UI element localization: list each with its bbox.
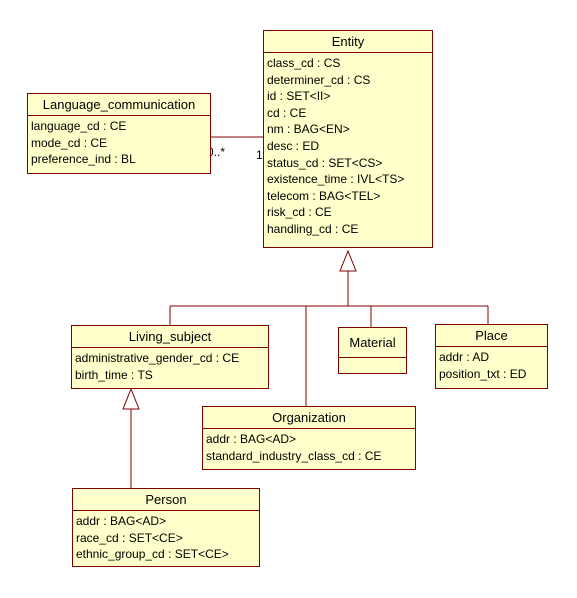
attribute: id : SET<II> (267, 89, 331, 104)
attribute: determiner_cd : CS (267, 72, 371, 87)
attribute: existence_time : IVL<TS> (267, 172, 405, 187)
attribute: risk_cd : CE (267, 205, 332, 220)
class-name: Material (339, 328, 406, 358)
class-organization[interactable]: Organization addr : BAG<AD> standard_ind… (202, 406, 416, 470)
attribute-list: language_cd : CE mode_cd : CE preference… (28, 116, 210, 168)
multiplicity-language-end: 0..* (207, 145, 226, 159)
attribute: class_cd : CS (267, 56, 341, 70)
class-name: Organization (203, 407, 415, 429)
attribute-list: administrative_gender_cd : CE birth_time… (72, 348, 268, 383)
attribute: preference_ind : BL (31, 152, 136, 167)
attribute: addr : BAG<AD> (206, 432, 297, 446)
attribute-list: addr : BAG<AD> standard_industry_class_c… (203, 429, 415, 464)
attribute: language_cd : CE (31, 119, 127, 133)
class-name: Language_communication (28, 94, 210, 116)
class-entity[interactable]: Entity class_cd : CS determiner_cd : CS … (263, 30, 433, 248)
class-material[interactable]: Material (338, 327, 407, 374)
attribute: addr : AD (439, 350, 490, 364)
attribute: status_cd : SET<CS> (267, 155, 383, 170)
attribute: race_cd : SET<CE> (76, 530, 183, 545)
attribute: mode_cd : CE (31, 135, 108, 150)
attribute: desc : ED (267, 138, 320, 153)
generalization-arrow-entity (339, 249, 357, 272)
attribute-list: class_cd : CS determiner_cd : CS id : SE… (264, 53, 432, 238)
class-person[interactable]: Person addr : BAG<AD> race_cd : SET<CE> … (72, 488, 260, 567)
attribute: telecom : BAG<TEL> (267, 188, 381, 203)
class-name: Place (436, 325, 547, 347)
generalization-arrow-living-subject (122, 387, 140, 410)
attribute: birth_time : TS (75, 367, 153, 382)
class-place[interactable]: Place addr : AD position_txt : ED (435, 324, 548, 389)
attribute: position_txt : ED (439, 366, 527, 381)
attribute: nm : BAG<EN> (267, 122, 350, 137)
attribute: administrative_gender_cd : CE (75, 351, 240, 365)
class-living-subject[interactable]: Living_subject administrative_gender_cd … (71, 325, 269, 389)
attribute: standard_industry_class_cd : CE (206, 448, 382, 463)
attribute: addr : BAG<AD> (76, 514, 167, 528)
attribute: cd : CE (267, 105, 307, 120)
class-language-communication[interactable]: Language_communication language_cd : CE … (27, 93, 211, 174)
multiplicity-entity-end: 1 (256, 148, 263, 162)
attribute-list: addr : AD position_txt : ED (436, 347, 547, 382)
class-name: Living_subject (72, 326, 268, 348)
class-name: Entity (264, 31, 432, 53)
attribute-list: addr : BAG<AD> race_cd : SET<CE> ethnic_… (73, 511, 259, 563)
attribute: handling_cd : CE (267, 221, 359, 236)
attribute: ethnic_group_cd : SET<CE> (76, 547, 229, 562)
class-name: Person (73, 489, 259, 511)
